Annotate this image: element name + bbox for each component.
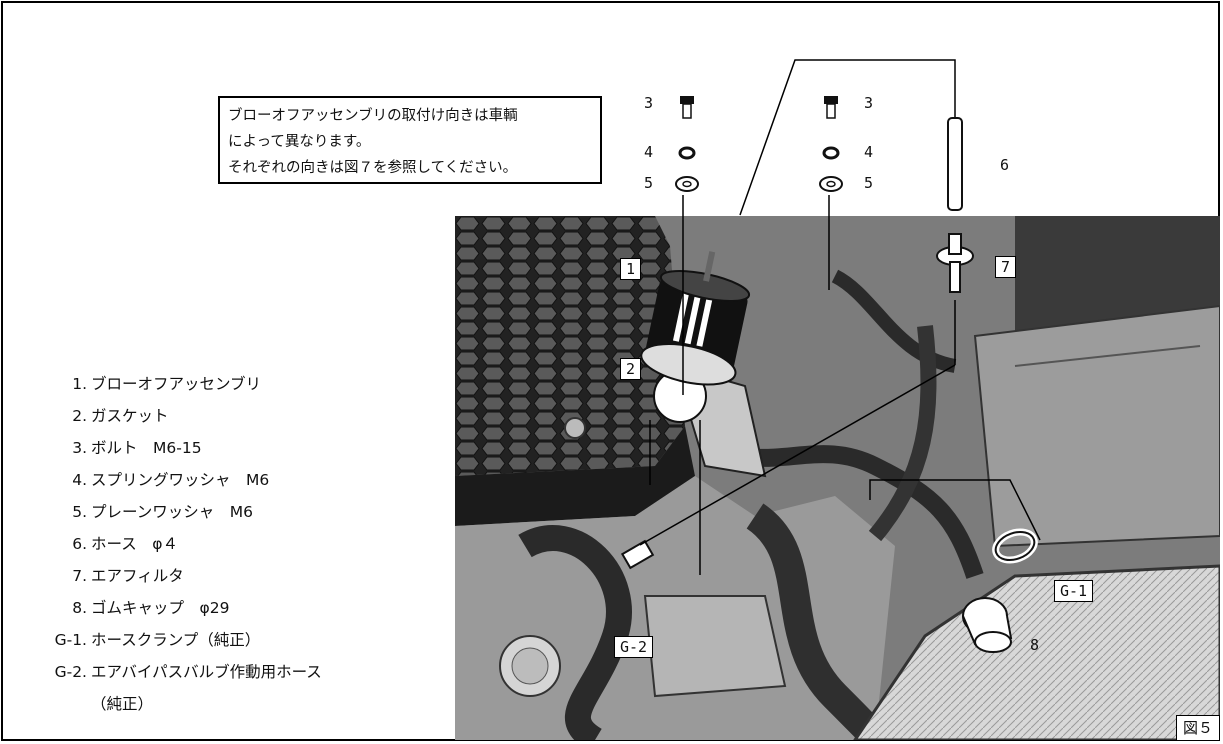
parts-list-item: 7.エアフィルタ [30, 560, 322, 592]
callout-box-1: 1 [620, 258, 642, 280]
callout-6: 6 [1000, 156, 1010, 174]
engine-bay-photo [455, 216, 1220, 740]
parts-list-item: G-1.ホースクランプ（純正） [30, 624, 322, 656]
parts-list: 1.ブローオフアッセンブリ 2.ガスケット 3.ボルト M6-15 4.スプリン… [30, 368, 322, 720]
part-name: ブローオフアッセンブリ [91, 375, 262, 393]
callout-box-g2: G-2 [614, 636, 654, 658]
part-number: G-2. [54, 663, 87, 681]
parts-list-item: 6.ホース φ４ [30, 528, 322, 560]
part-name-continued: （純正） [91, 695, 154, 713]
parts-list-item: 8.ゴムキャップ φ29 [30, 592, 322, 624]
part-name: ボルト M6-15 [91, 439, 202, 457]
part-number: G-1. [54, 631, 87, 649]
callout-5-left: 5 [644, 174, 654, 192]
part-name: エアフィルタ [91, 567, 184, 585]
part-name: ホース φ４ [91, 535, 178, 553]
part-name: ホースクランプ（純正） [91, 631, 261, 649]
part-number: 8. [72, 599, 87, 617]
parts-list-item: G-2.エアバイパスバルブ作動用ホース [30, 656, 322, 688]
callout-8: 8 [1030, 636, 1040, 654]
figure-label: 図５ [1175, 715, 1220, 741]
note-line: によって異なります。 [228, 134, 371, 150]
callout-box-2: 2 [620, 358, 642, 380]
parts-list-item: 1.ブローオフアッセンブリ [30, 368, 322, 400]
part-number: 3. [72, 439, 87, 457]
note-line: ブローオフアッセンブリの取付け向きは車輌 [228, 108, 518, 124]
part-name: スプリングワッシャ M6 [91, 471, 270, 489]
part-number: 5. [72, 503, 87, 521]
callout-box-g1: G-1 [1054, 580, 1094, 602]
part-name: ゴムキャップ φ29 [91, 599, 230, 617]
parts-list-item: 4.スプリングワッシャ M6 [30, 464, 322, 496]
callout-3-right: 3 [864, 94, 874, 112]
callout-4-left: 4 [644, 143, 654, 161]
part-number: 4. [72, 471, 87, 489]
part-number: 1. [72, 375, 87, 393]
part-number: 2. [72, 407, 87, 425]
part-name: エアバイパスバルブ作動用ホース [91, 663, 322, 681]
parts-list-item: 3.ボルト M6-15 [30, 432, 322, 464]
part-number: 7. [72, 567, 87, 585]
callout-4-right: 4 [864, 143, 874, 161]
callout-box-7: 7 [995, 256, 1017, 278]
parts-list-item: 5.プレーンワッシャ M6 [30, 496, 322, 528]
part-name: ガスケット [91, 407, 169, 425]
part-name: プレーンワッシャ M6 [91, 503, 253, 521]
part-number: 6. [72, 535, 87, 553]
note-line: それぞれの向きは図７を参照してください。 [228, 160, 518, 176]
callout-5-right: 5 [864, 174, 874, 192]
parts-list-item: 2.ガスケット [30, 400, 322, 432]
orientation-note: ブローオフアッセンブリの取付け向きは車輌 によって異なります。 それぞれの向きは… [218, 96, 602, 184]
callout-3-left: 3 [644, 94, 654, 112]
parts-list-item-continued: （純正） [30, 688, 322, 720]
